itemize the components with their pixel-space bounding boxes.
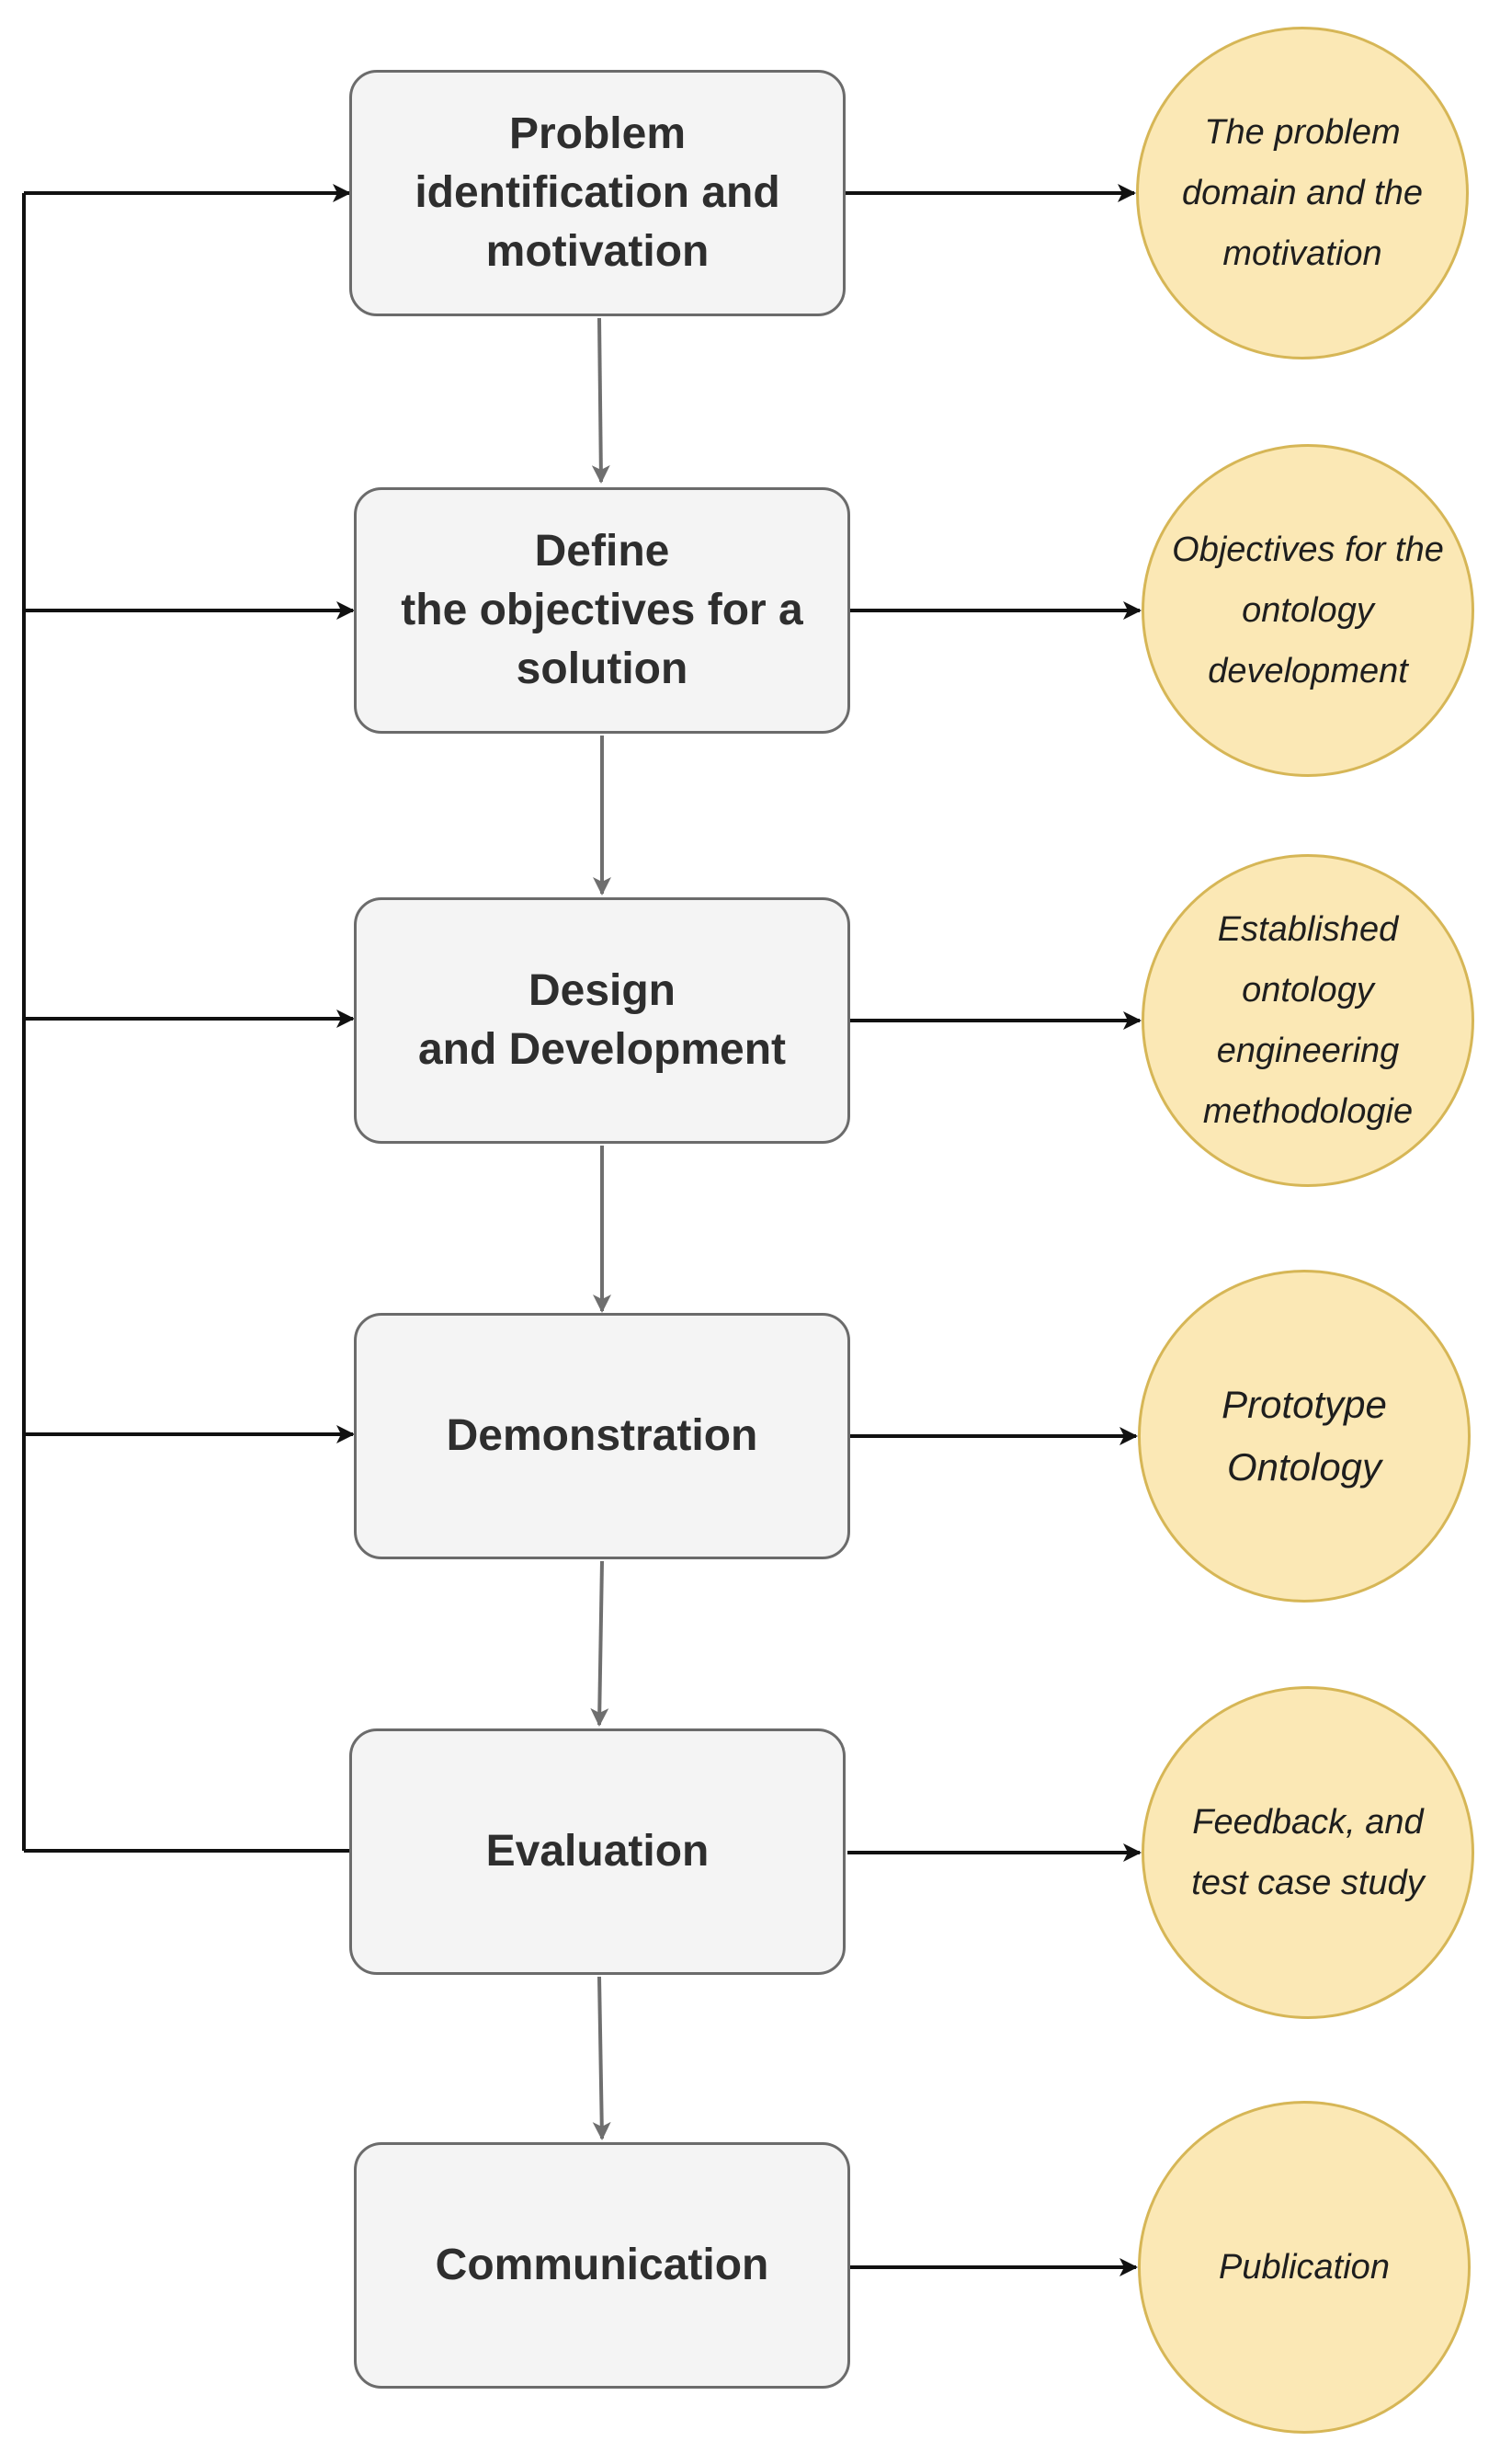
step-label: Demonstration: [446, 1411, 758, 1460]
output-publication: Publication: [1138, 2101, 1471, 2434]
flow-arrow-1: [591, 317, 610, 484]
step-define-objectives: Define the objectives for a solution: [354, 487, 850, 734]
output-label: Prototype Ontology: [1222, 1383, 1387, 1489]
step-design-development: Design and Development: [354, 897, 850, 1144]
output-methodologies: Established ontology engineering methodo…: [1142, 854, 1474, 1187]
output-ontology-objectives: Objectives for the ontology development: [1142, 444, 1474, 777]
step-label: Problem identification and motivation: [415, 109, 780, 276]
output-label: The problem domain and the motivation: [1182, 113, 1423, 273]
flow-arrow-4: [590, 1560, 609, 1727]
step-label: Evaluation: [485, 1827, 710, 1876]
output-label: Feedback, and test case study: [1191, 1803, 1425, 1902]
step-label: Design and Development: [417, 966, 787, 1074]
output-label: Publication: [1219, 2248, 1390, 2287]
step-evaluation: Evaluation: [349, 1728, 846, 1975]
step-label: Communication: [435, 2241, 769, 2289]
output-label: Established ontology engineering methodo…: [1202, 910, 1414, 1131]
output-feedback: Feedback, and test case study: [1142, 1686, 1474, 2019]
step-problem-identification: Problem identification and motivation: [349, 70, 846, 316]
step-demonstration: Demonstration: [354, 1313, 850, 1559]
step-communication: Communication: [354, 2142, 850, 2389]
flow-arrow-5: [592, 1976, 611, 2140]
step-label: Define the objectives for a solution: [401, 527, 803, 693]
output-label: Objectives for the ontology development: [1172, 530, 1444, 690]
output-problem-domain: The problem domain and the motivation: [1136, 27, 1469, 359]
output-prototype: Prototype Ontology: [1138, 1270, 1471, 1603]
